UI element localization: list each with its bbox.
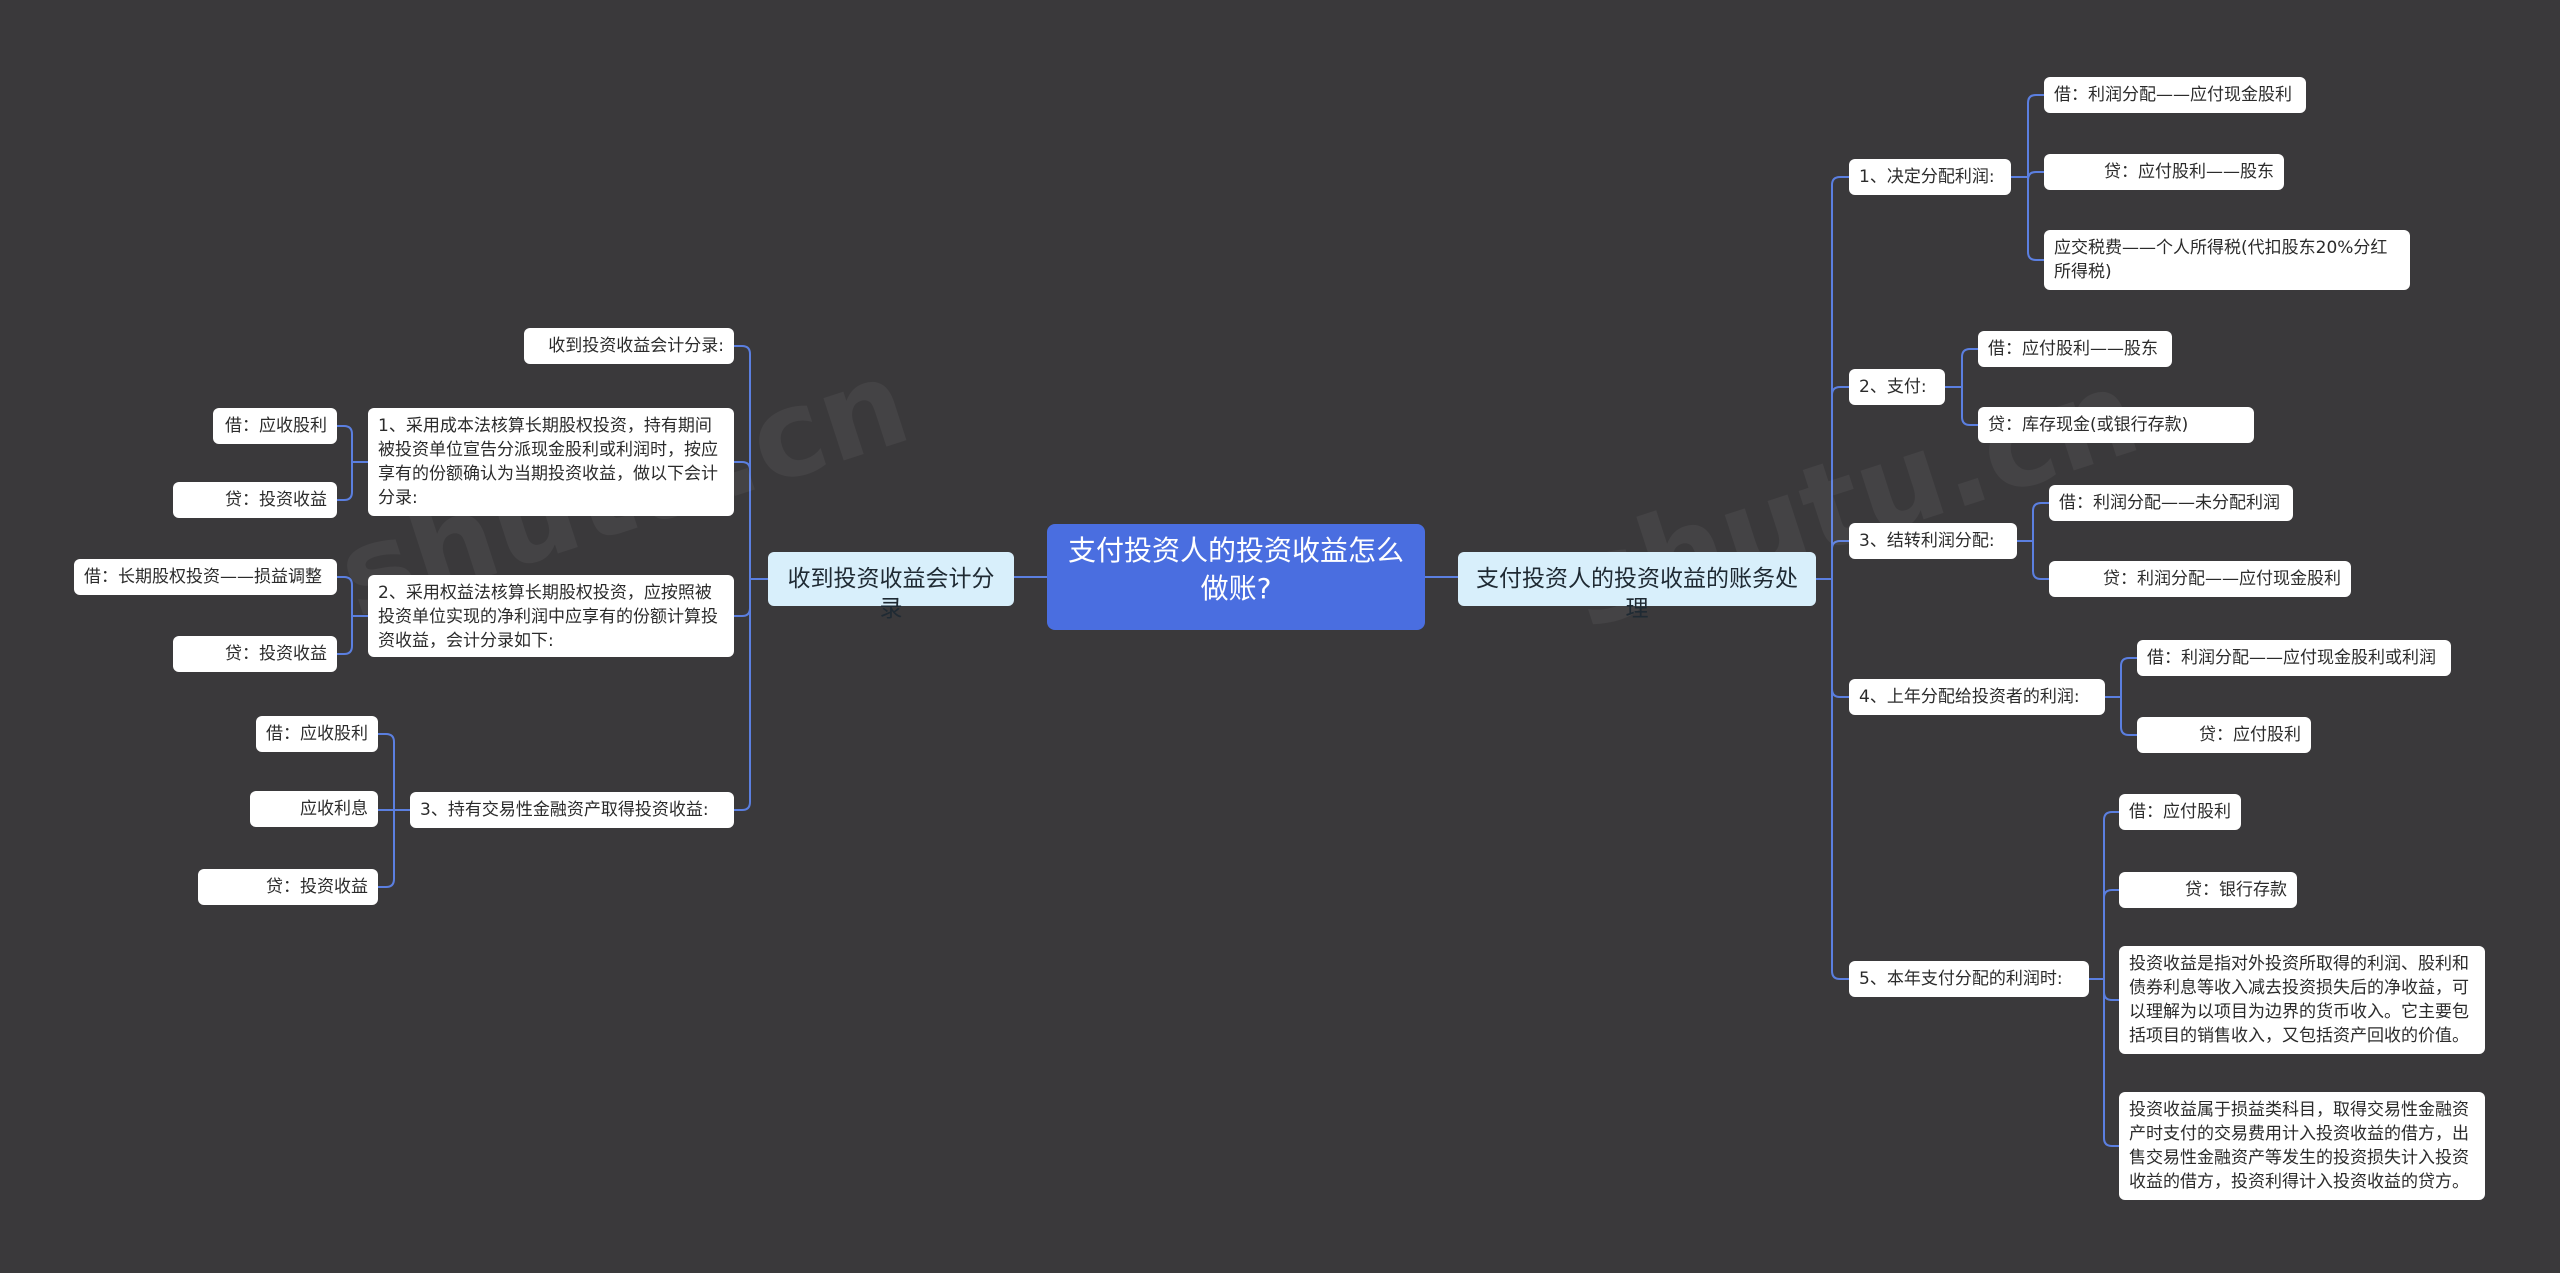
- right-leaf-1-1[interactable]: 贷：库存现金(或银行存款): [1978, 407, 2254, 443]
- connector-line: [1961, 348, 1978, 387]
- connector-line: [2103, 979, 2119, 1001]
- left-leaf-3-1[interactable]: 应收利息: [250, 791, 378, 827]
- right-leaf-2-0[interactable]: 借：利润分配——未分配利润: [2049, 485, 2293, 521]
- left-item-1[interactable]: 1、采用成本法核算长期股权投资，持有期间被投资单位宣告分派现金股利或利润时，按应…: [368, 408, 734, 516]
- left-leaf-1-1[interactable]: 贷：投资收益: [173, 482, 337, 518]
- connector-line: [2027, 177, 2044, 261]
- connector-line: [337, 425, 353, 462]
- connector-line: [1961, 387, 1978, 426]
- left-leaf-3-0[interactable]: 借：应收股利: [256, 716, 378, 752]
- left-leaf-1-0[interactable]: 借：应收股利: [213, 408, 337, 444]
- connector-line: [2103, 811, 2119, 979]
- connector-line: [337, 462, 353, 501]
- right-item-3[interactable]: 4、上年分配给投资者的利润:: [1849, 679, 2105, 715]
- right-leaf-0-2[interactable]: 应交税费——个人所得税(代扣股东20%分红所得税): [2044, 230, 2410, 290]
- connector-line: [2027, 171, 2044, 181]
- right-leaf-0-1[interactable]: 贷：应付股利——股东: [2044, 154, 2284, 190]
- connector-line: [734, 345, 751, 579]
- right-leaf-2-1[interactable]: 贷：利润分配——应付现金股利: [2049, 561, 2351, 597]
- right-leaf-3-0[interactable]: 借：利润分配——应付现金股利或利润: [2137, 640, 2451, 676]
- connector-line: [378, 810, 395, 888]
- right-leaf-0-0[interactable]: 借：利润分配——应付现金股利: [2044, 77, 2306, 113]
- connector-line: [1831, 579, 1849, 980]
- connector-line: [2032, 502, 2049, 541]
- right-item-0[interactable]: 1、决定分配利润:: [1849, 159, 2011, 195]
- left-item-3[interactable]: 3、持有交易性金融资产取得投资收益:: [410, 792, 734, 828]
- right-leaf-4-3[interactable]: 投资收益属于损益类科目，取得交易性金融资产时支付的交易费用计入投资收益的借方，出…: [2119, 1092, 2485, 1200]
- connector-line: [2103, 979, 2119, 1147]
- connector-line: [1831, 579, 1849, 698]
- left-leaf-2-1[interactable]: 贷：投资收益: [173, 636, 337, 672]
- right-item-4[interactable]: 5、本年支付分配的利润时:: [1849, 961, 2089, 997]
- left-item-2[interactable]: 2、采用权益法核算长期股权投资，应按照被投资单位实现的净利润中应享有的份额计算投…: [368, 575, 734, 657]
- connector-line: [337, 616, 353, 655]
- right-leaf-4-1[interactable]: 贷：银行存款: [2119, 872, 2297, 908]
- connector-line: [378, 733, 395, 810]
- root-node[interactable]: 支付投资人的投资收益怎么做账?: [1047, 524, 1425, 630]
- connector-line: [337, 576, 353, 616]
- right-leaf-1-0[interactable]: 借：应付股利——股东: [1978, 331, 2172, 367]
- connector-line: [1831, 540, 1849, 579]
- left-leaf-2-0[interactable]: 借：长期股权投资——损益调整: [74, 559, 337, 595]
- connector-line: [2103, 889, 2119, 979]
- connector-line: [734, 579, 751, 811]
- branch-left[interactable]: 收到投资收益会计分录: [768, 552, 1014, 622]
- connector-line: [734, 461, 751, 579]
- connector-line: [2032, 541, 2049, 580]
- left-leaf-3-2[interactable]: 贷：投资收益: [198, 869, 378, 905]
- right-item-2[interactable]: 3、结转利润分配:: [1849, 523, 2017, 559]
- branch-right[interactable]: 支付投资人的投资收益的账务处理: [1458, 552, 1816, 622]
- left-item-0[interactable]: 收到投资收益会计分录:: [524, 328, 734, 364]
- right-leaf-4-0[interactable]: 借：应付股利: [2119, 794, 2241, 830]
- connector-line: [734, 579, 751, 617]
- connector-line: [2120, 697, 2137, 736]
- right-item-1[interactable]: 2、支付:: [1849, 369, 1945, 405]
- right-leaf-4-2[interactable]: 投资收益是指对外投资所取得的利润、股利和债券利息等收入减去投资损失后的净收益，可…: [2119, 946, 2485, 1054]
- connector-line: [2027, 94, 2044, 177]
- connector-line: [1831, 386, 1849, 579]
- connector-line: [1831, 176, 1849, 579]
- connector-line: [2120, 657, 2137, 697]
- right-leaf-3-1[interactable]: 贷：应付股利: [2137, 717, 2311, 753]
